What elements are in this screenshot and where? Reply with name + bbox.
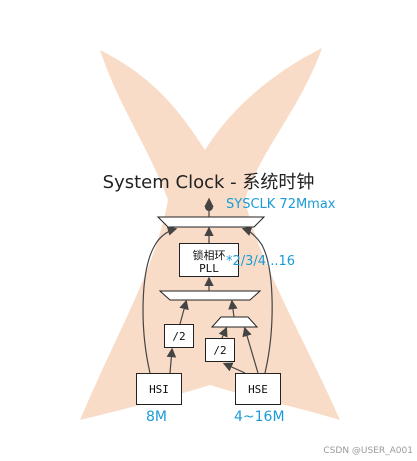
- hsi-box: HSI: [136, 373, 182, 405]
- hsi-frequency: 8M: [146, 409, 167, 425]
- hsi-to-div-line: [166, 347, 177, 374]
- hse-frequency: 4~16M: [234, 409, 285, 425]
- background-x-shape: [80, 48, 340, 420]
- pll-box: 锁相环 PLL: [179, 243, 239, 277]
- hse-prediv-mux: [210, 316, 259, 328]
- hse-to-div-line: [222, 362, 246, 374]
- pll-label: PLL: [199, 262, 219, 275]
- smallmux-to-mux-line: [228, 299, 238, 318]
- sysclk-mux: [156, 216, 266, 228]
- sysclk-out-dot: [205, 203, 213, 211]
- hsi-direct-line: [142, 226, 178, 374]
- hse-direct-line: [241, 226, 273, 374]
- hse-divider-label: /2: [213, 344, 227, 357]
- pll-source-mux: [158, 290, 262, 301]
- div-to-mux-line: [179, 299, 189, 325]
- hse-box: HSE: [235, 373, 281, 405]
- hse-divider-box: /2: [205, 338, 235, 362]
- div2-to-smallmux-line: [218, 326, 228, 339]
- hse-to-smallmux-line: [242, 326, 259, 374]
- hsi-divider-box: /2: [164, 324, 194, 348]
- pll-multiplier-label: *2/3/4...16: [226, 254, 296, 269]
- sysclk-label: SYSCLK 72Mmax: [226, 197, 336, 212]
- hse-label: HSE: [248, 383, 268, 396]
- hsi-label: HSI: [149, 383, 169, 396]
- hsi-divider-label: /2: [172, 330, 186, 343]
- pll-label-cn: 锁相环: [192, 249, 226, 262]
- diagram-title: System Clock - 系统时钟: [102, 172, 315, 193]
- watermark: CSDN @USER_A001: [323, 446, 413, 456]
